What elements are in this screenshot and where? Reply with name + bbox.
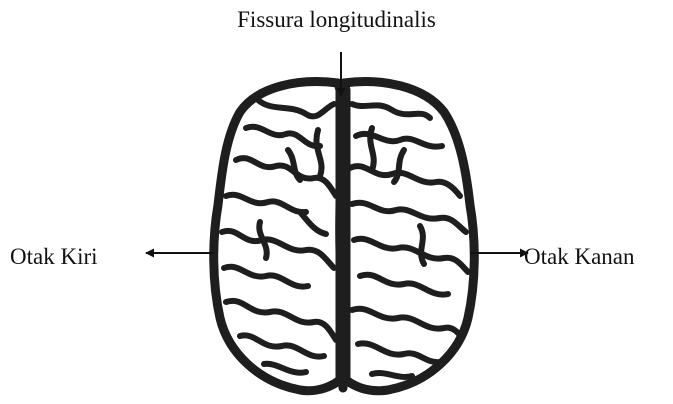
longitudinal-fissure — [340, 86, 343, 388]
brain-illustration — [214, 82, 475, 391]
